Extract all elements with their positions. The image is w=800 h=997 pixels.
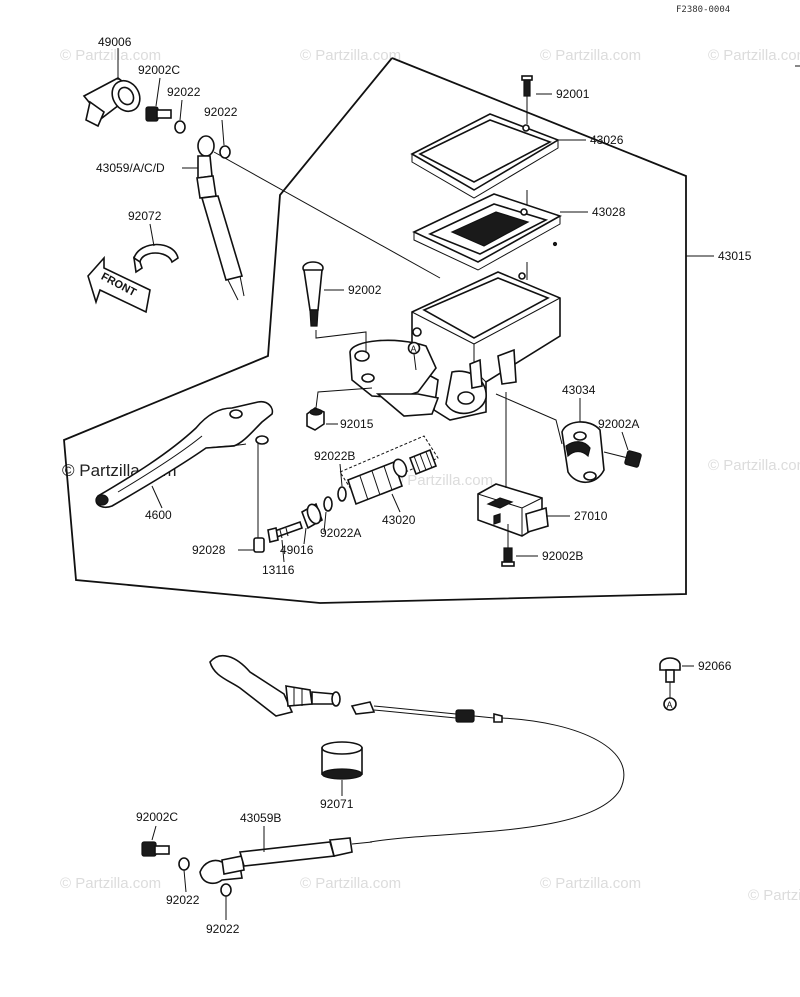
washer-92022b-part	[337, 486, 347, 502]
gasket-43028-part	[412, 193, 562, 271]
watermark: © Partzilla.com	[708, 457, 800, 474]
front-arrow: FRONT	[87, 255, 151, 314]
marker-a-leader	[413, 353, 417, 371]
leader-92002c-top	[155, 77, 161, 107]
label-92002b: 92002B	[542, 549, 583, 563]
hose-routing-line	[213, 151, 441, 279]
label-43020: 43020	[382, 513, 416, 527]
label-92015: 92015	[340, 417, 374, 431]
leader-92022-b	[221, 119, 225, 146]
leader-92072	[149, 223, 155, 247]
assembly-line-92015	[315, 387, 373, 409]
label-4600x: 4600	[145, 508, 172, 522]
label-27010: 27010	[574, 509, 608, 523]
label-43026: 43026	[590, 133, 624, 147]
label-43034: 43034	[562, 383, 596, 397]
leader-13116	[281, 539, 285, 563]
label-92072: 92072	[128, 209, 162, 223]
washer-92022-a-part	[174, 120, 186, 134]
label-43059acd: 43059/A/C/D	[96, 161, 165, 175]
push-rod-13116-part	[267, 520, 304, 543]
screw-92001-part	[521, 75, 533, 124]
assembly-outline	[63, 57, 687, 604]
label-92071: 92071	[320, 797, 354, 811]
bolt-92002c-top-part	[145, 106, 172, 122]
leader-4600x	[151, 485, 163, 509]
screw-92002b-part	[501, 524, 515, 567]
leader-43020	[391, 493, 401, 513]
drawing-code: F2380-0004	[676, 5, 730, 15]
assembly-line-43034	[495, 393, 563, 445]
label-92022b: 92022B	[314, 449, 355, 463]
washer-92022-d-part	[220, 883, 232, 897]
label-92028: 92028	[192, 543, 226, 557]
label-92022-c: 92022	[166, 893, 200, 907]
watermark: © Partzilla.com	[708, 47, 800, 64]
label-92002a: 92002A	[598, 417, 639, 431]
bolt-92002a-part	[603, 450, 642, 468]
label-92066: 92066	[698, 659, 732, 673]
leader-92022-c	[183, 869, 187, 893]
piston-kit-43020-part	[339, 435, 439, 506]
ref-marker-a-bottom: A	[663, 697, 677, 711]
label-43015: 43015	[718, 249, 752, 263]
leader-92022b	[339, 463, 343, 487]
leader-92002a	[621, 431, 629, 451]
nut-92015-part	[306, 407, 325, 431]
label-92022-d: 92022	[206, 922, 240, 936]
label-49006: 49006	[98, 35, 132, 49]
label-92002c-bottom: 92002C	[136, 810, 178, 824]
watermarks: © Partzilla.com © Partzilla.com © Partzi…	[60, 47, 800, 904]
clamp-92072-part	[132, 243, 179, 274]
washer-92022-c-part	[178, 857, 190, 871]
label-49016: 49016	[280, 543, 314, 557]
label-92022-a: 92022	[167, 85, 201, 99]
watermark: © Partzilla.com	[392, 472, 493, 489]
assembly-line-92002	[315, 330, 367, 352]
switch-27010-part	[477, 483, 549, 537]
label-43028: 43028	[592, 205, 626, 219]
watermark: © Partzilla.com	[540, 875, 641, 892]
watermark: © Partzilla.com	[540, 47, 641, 64]
label-43059b: 43059B	[240, 811, 281, 825]
svg-text:A: A	[411, 344, 417, 354]
boot-49016-part	[301, 502, 323, 530]
label-92001: 92001	[556, 87, 590, 101]
debris-dot	[552, 241, 558, 247]
washer-92022a-part	[323, 496, 333, 512]
hose-43059b-part	[199, 837, 373, 885]
svg-text:A: A	[667, 700, 673, 710]
master-cylinder-body-part	[349, 271, 561, 421]
leader-92002c-bottom	[151, 825, 157, 841]
cap-49006-part	[82, 77, 141, 128]
pin-92028-part	[253, 537, 265, 553]
watermark: © Partzilla.com	[748, 887, 800, 904]
bolt-92002c-bottom-part	[141, 841, 170, 857]
bolt-92002-part	[302, 261, 324, 327]
watermark: © Partzilla.com	[300, 47, 401, 64]
label-92002: 92002	[348, 283, 382, 297]
watermark: © Partzilla.com	[60, 47, 161, 64]
watermark: © Partzilla.com	[300, 875, 401, 892]
cap-92066-part	[659, 657, 681, 683]
label-13116: 13116	[262, 563, 295, 577]
label-92002c-top: 92002C	[138, 63, 180, 77]
leader-92022-a	[179, 99, 183, 121]
clamp-43034-part	[561, 421, 605, 484]
clutch-lever-part	[95, 400, 274, 509]
sleeve-92071-part	[321, 741, 363, 780]
label-92022a: 92022A	[320, 526, 361, 540]
ref-marker-a-top: A	[407, 341, 421, 355]
hose-43059-part	[196, 135, 245, 301]
cable-line-part	[350, 701, 625, 843]
upper-hose-fitting-part	[209, 654, 341, 717]
leader-49016	[303, 527, 307, 545]
watermark: © Partzilla.com	[60, 875, 161, 892]
label-92022-b: 92022	[204, 105, 238, 119]
leader-92022a	[323, 511, 327, 533]
cover-43026-part	[410, 113, 560, 199]
